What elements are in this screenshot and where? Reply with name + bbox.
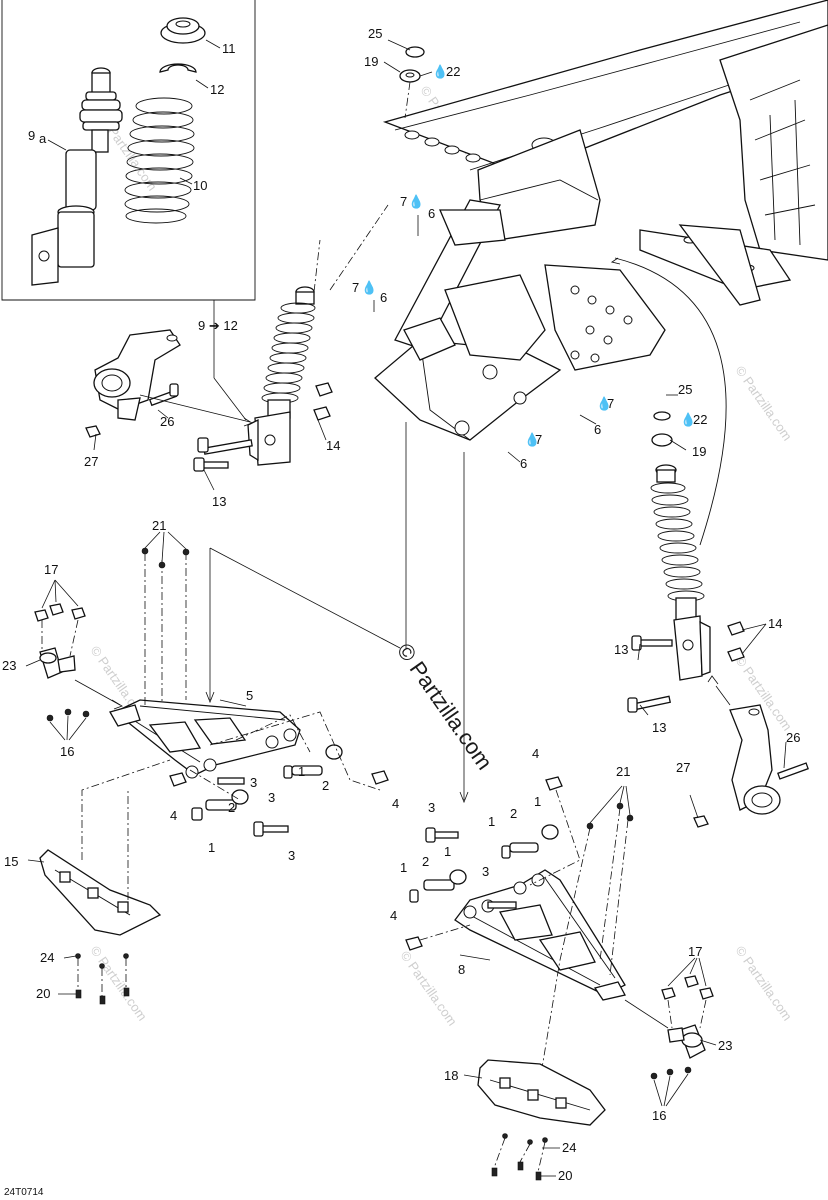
right-shock-assembly bbox=[627, 411, 809, 828]
callout-6: 6 bbox=[380, 290, 387, 305]
callout-19: 19 bbox=[692, 444, 706, 459]
callout-26: 26 bbox=[160, 414, 174, 429]
callout-25: 25 bbox=[368, 26, 382, 41]
callout-1: 1 bbox=[208, 840, 215, 855]
watermark: © Partzilla.com bbox=[733, 943, 796, 1023]
spring-part bbox=[124, 97, 195, 224]
callout-2: 2 bbox=[510, 806, 517, 821]
callout-4: 4 bbox=[170, 808, 177, 823]
left-shock-spring bbox=[261, 302, 316, 404]
callout-3: 3 bbox=[250, 775, 257, 790]
callout-6: 6 bbox=[520, 456, 527, 471]
keeper-part bbox=[159, 63, 197, 73]
left-skid-plate bbox=[39, 759, 171, 1005]
callout-2: 2 bbox=[322, 778, 329, 793]
watermark: © Partzilla.com bbox=[88, 943, 151, 1023]
lube-icon: 💧 bbox=[432, 64, 448, 79]
lube-icon: 💧 bbox=[361, 280, 377, 295]
callout-7: 7 bbox=[400, 194, 407, 209]
callout-23: 23 bbox=[2, 658, 16, 673]
shock-absorber-part bbox=[31, 67, 123, 286]
callout-3: 3 bbox=[428, 800, 435, 815]
frame-assembly bbox=[313, 0, 828, 804]
callout-13: 13 bbox=[614, 642, 628, 657]
shock-inset: 11 12 10 9 a 9 ➔ 12 bbox=[1, 0, 256, 421]
callout-8: 8 bbox=[458, 962, 465, 977]
callout-4: 4 bbox=[390, 908, 397, 923]
right-skid-plate bbox=[477, 1059, 606, 1181]
upper-mount-hardware bbox=[399, 46, 425, 119]
callout-26: 26 bbox=[786, 730, 800, 745]
callout-19: 19 bbox=[364, 54, 378, 69]
right-shock-spring bbox=[650, 482, 705, 602]
callout-20: 20 bbox=[558, 1168, 572, 1183]
callout-2: 2 bbox=[228, 800, 235, 815]
callout-21: 21 bbox=[152, 518, 166, 533]
plate-holes bbox=[570, 285, 633, 363]
callout-13: 13 bbox=[652, 720, 666, 735]
ref-9-12: 9 ➔ 12 bbox=[198, 318, 238, 333]
callout-16: 16 bbox=[652, 1108, 666, 1123]
callout-5: 5 bbox=[246, 688, 253, 703]
callout-labels: 25 19 💧 22 7 💧 6 7 💧 6 💧 7 6 💧 7 6 25 💧 … bbox=[2, 26, 800, 1183]
callout-4: 4 bbox=[392, 796, 399, 811]
callout-27: 27 bbox=[676, 760, 690, 775]
callout-1: 1 bbox=[488, 814, 495, 829]
callout-7: 7 bbox=[352, 280, 359, 295]
callout-7: 7 bbox=[607, 396, 614, 411]
callout-15: 15 bbox=[4, 854, 18, 869]
callout-17: 17 bbox=[44, 562, 58, 577]
callout-1: 1 bbox=[298, 764, 305, 779]
callout-24: 24 bbox=[40, 950, 54, 965]
callout-23: 23 bbox=[718, 1038, 732, 1053]
lube-icon: 💧 bbox=[680, 412, 696, 427]
right-ball-joint-hardware bbox=[624, 957, 714, 1107]
lube-icon: 💧 bbox=[596, 396, 612, 411]
callout-14: 14 bbox=[326, 438, 340, 453]
left-a-arm bbox=[109, 531, 401, 837]
callout-12: 12 bbox=[210, 82, 224, 97]
callout-9: 9 bbox=[28, 128, 35, 143]
callout-6: 6 bbox=[428, 206, 435, 221]
callout-25: 25 bbox=[678, 382, 692, 397]
callout-3: 3 bbox=[268, 790, 275, 805]
callout-18: 18 bbox=[444, 1068, 458, 1083]
callout-1: 1 bbox=[534, 794, 541, 809]
callout-3: 3 bbox=[288, 848, 295, 863]
callout-17: 17 bbox=[688, 944, 702, 959]
left-ball-joint-hardware bbox=[34, 579, 123, 741]
callout-2: 2 bbox=[422, 854, 429, 869]
callout-13: 13 bbox=[212, 494, 226, 509]
callout-4: 4 bbox=[532, 746, 539, 761]
callout-1: 1 bbox=[400, 860, 407, 875]
callout-16: 16 bbox=[60, 744, 74, 759]
callout-21: 21 bbox=[616, 764, 630, 779]
callout-1: 1 bbox=[444, 844, 451, 859]
callout-leaders bbox=[25, 39, 787, 1079]
right-a-arm bbox=[405, 776, 634, 1081]
callout-22: 22 bbox=[693, 412, 707, 427]
callout-14: 14 bbox=[768, 616, 782, 631]
lube-icon: 💧 bbox=[408, 194, 424, 209]
left-knuckle bbox=[93, 329, 181, 421]
spring-seat-part bbox=[160, 17, 206, 44]
callout-6: 6 bbox=[594, 422, 601, 437]
right-knuckle bbox=[729, 704, 781, 815]
watermark: © Partzilla.com bbox=[398, 948, 461, 1028]
watermark: © Partzilla.com bbox=[733, 363, 796, 443]
left-shock-assembly bbox=[85, 286, 333, 472]
callout-7: 7 bbox=[535, 432, 542, 447]
callout-24: 24 bbox=[562, 1140, 576, 1155]
callout-22: 22 bbox=[446, 64, 460, 79]
callout-10: 10 bbox=[193, 178, 207, 193]
callout-11: 11 bbox=[222, 41, 236, 56]
lube-icon: 💧 bbox=[524, 432, 540, 447]
diagram-code: 24T0714 bbox=[4, 1187, 44, 1198]
callout-27: 27 bbox=[84, 454, 98, 469]
callout-9-sub: a bbox=[39, 131, 47, 146]
callout-20: 20 bbox=[36, 986, 50, 1001]
watermark-main: © Partzilla.com bbox=[392, 639, 498, 775]
callout-3: 3 bbox=[482, 864, 489, 879]
